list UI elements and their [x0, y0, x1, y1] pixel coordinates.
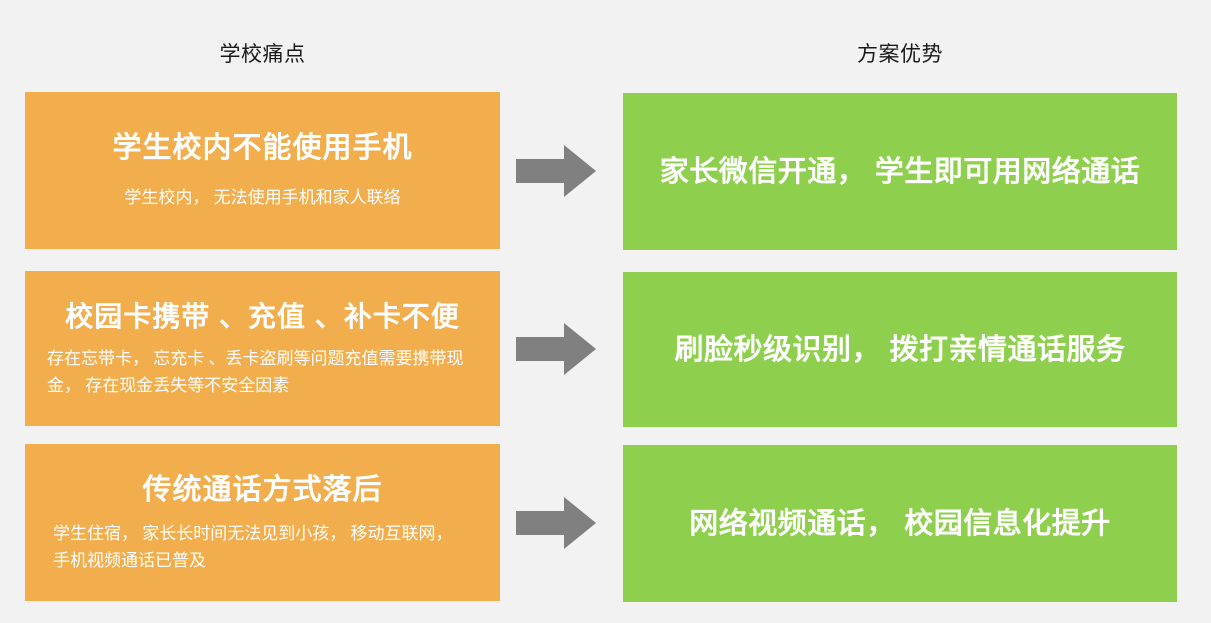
- right-arrow-icon: [516, 496, 596, 549]
- solution-card[interactable]: 网络视频通话， 校园信息化提升: [623, 445, 1177, 602]
- solution-text: 家长微信开通， 学生即可用网络通话: [659, 155, 1141, 188]
- pain-point-title: 传统通话方式落后: [142, 473, 383, 506]
- pain-point-subtitle: 学生住宿， 家长长时间无法见到小孩， 移动互联网， 手机视频通话已普及: [53, 523, 453, 570]
- pain-point-subtitle: 学生校内， 无法使用手机和家人联络: [124, 188, 401, 207]
- comparison-row: 传统通话方式落后 学生住宿， 家长长时间无法见到小孩， 移动互联网， 手机视频通…: [0, 444, 1211, 602]
- column-header-solution-advantages: 方案优势: [857, 43, 943, 66]
- comparison-row: 学生校内不能使用手机 学生校内， 无法使用手机和家人联络 家长微信开通， 学生即…: [0, 92, 1211, 250]
- column-header-pain-points: 学校痛点: [219, 43, 306, 66]
- solution-card[interactable]: 家长微信开通， 学生即可用网络通话: [623, 93, 1177, 250]
- right-arrow-icon: [516, 322, 596, 375]
- pain-point-card[interactable]: 学生校内不能使用手机 学生校内， 无法使用手机和家人联络: [25, 92, 500, 249]
- solution-card[interactable]: 刷脸秒级识别， 拨打亲情通话服务: [623, 272, 1177, 427]
- right-arrow-icon: [516, 144, 596, 197]
- comparison-row: 校园卡携带 、充值 、补卡不便 存在忘带卡， 忘充卡 、丢卡盗刷等问题充值需要携…: [0, 271, 1211, 427]
- solution-text: 刷脸秒级识别， 拨打亲情通话服务: [674, 333, 1126, 366]
- pain-point-card[interactable]: 校园卡携带 、充值 、补卡不便 存在忘带卡， 忘充卡 、丢卡盗刷等问题充值需要携…: [25, 271, 500, 426]
- pain-point-card[interactable]: 传统通话方式落后 学生住宿， 家长长时间无法见到小孩， 移动互联网， 手机视频通…: [25, 444, 500, 601]
- pain-point-title: 学生校内不能使用手机: [112, 132, 413, 164]
- pain-point-subtitle: 存在忘带卡， 忘充卡 、丢卡盗刷等问题充值需要携带现金， 存在现金丢失等不安全因…: [47, 348, 464, 395]
- pain-point-title: 校园卡携带 、充值 、补卡不便: [65, 300, 460, 332]
- solution-text: 网络视频通话， 校园信息化提升: [689, 507, 1111, 540]
